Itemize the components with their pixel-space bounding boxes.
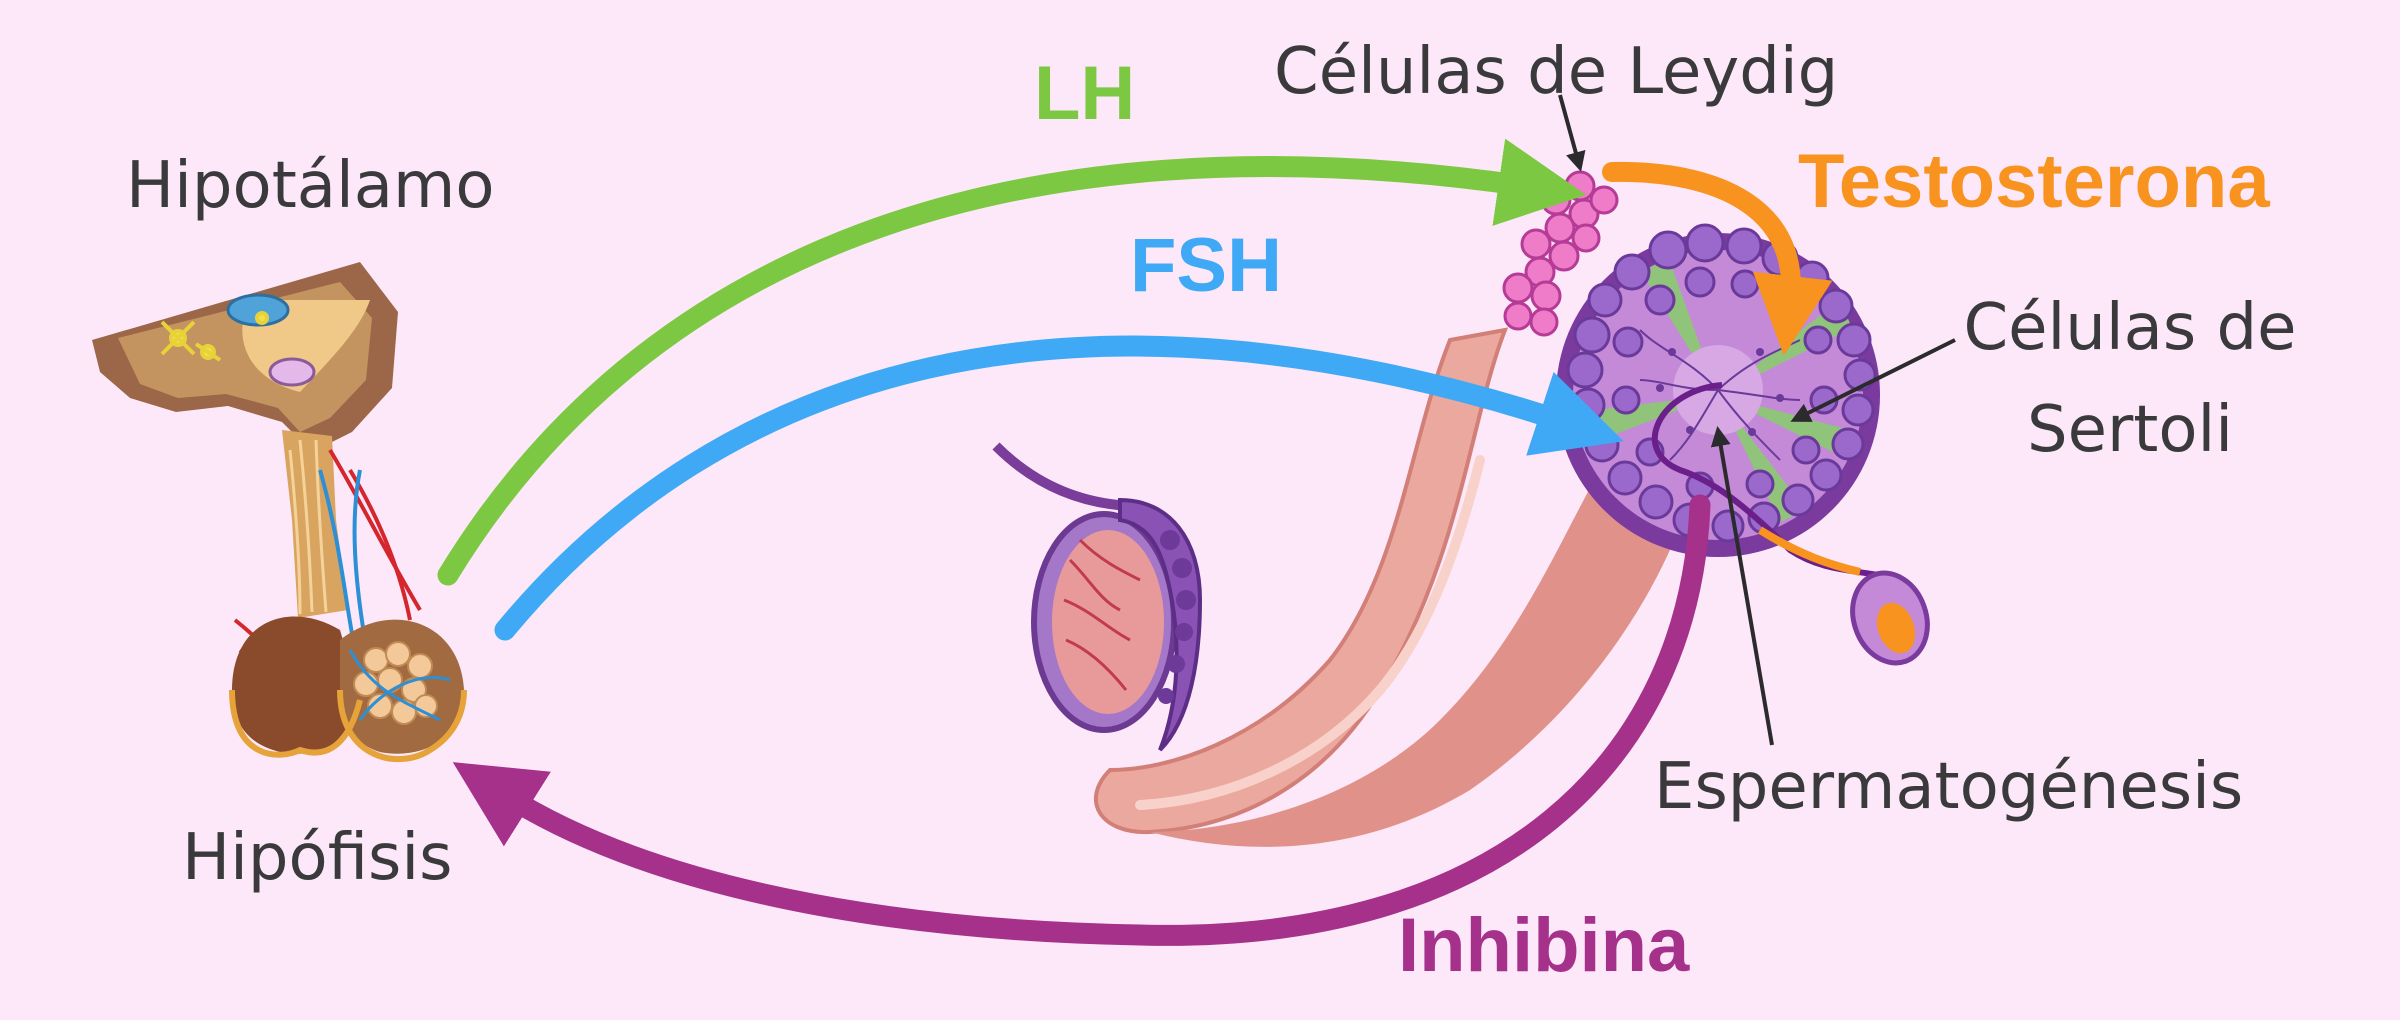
testosterone-arrow (1602, 161, 1833, 356)
fsh-label: FSH (1130, 223, 1282, 308)
hypothalamus-pituitary-illustration (92, 262, 467, 763)
sperm-cell-illustration (1757, 526, 1930, 666)
testis-illustration (992, 442, 1203, 752)
seminiferous-tubule-illustration (1093, 327, 1700, 847)
leydig-label: Células de Leydig (1274, 35, 1839, 109)
fsh-arrow (494, 335, 1624, 641)
pituitary-label: Hipófisis (182, 821, 453, 895)
testosterone-label: Testosterona (1798, 139, 2270, 224)
sertoli-label-line1: Células de (1963, 291, 2297, 365)
sertoli-pointer (1790, 338, 1956, 422)
hypothalamus-label: Hipotálamo (126, 149, 495, 223)
leydig-pointer (1558, 94, 1586, 172)
inhibin-arrow (452, 494, 1711, 946)
lh-label: LH (1034, 51, 1136, 136)
spermatogenesis-label: Espermatogénesis (1654, 750, 2244, 824)
lh-arrow (437, 138, 1587, 586)
inhibin-label: Inhibina (1398, 903, 1690, 988)
sertoli-label-line2: Sertoli (2026, 393, 2234, 467)
spermatogenesis-pointer (1710, 426, 1774, 746)
